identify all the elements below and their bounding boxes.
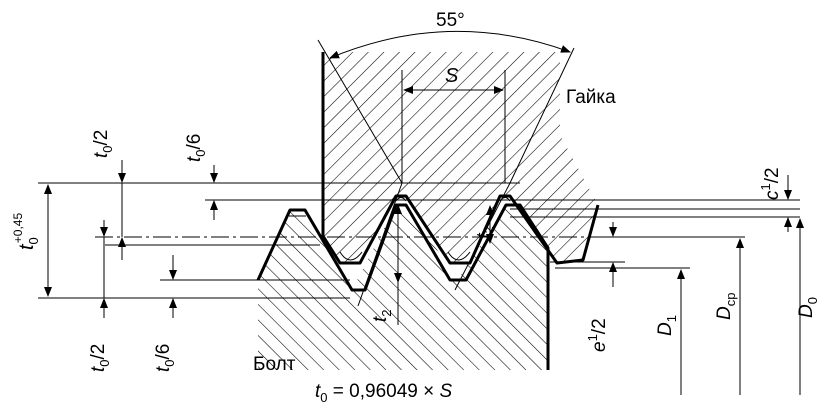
d1-label: D1 <box>655 315 679 336</box>
nut-body <box>321 52 600 265</box>
bolt-label: Болт <box>253 354 296 375</box>
angle-construction: 55° <box>317 10 575 307</box>
c1-dimension: c1/2 <box>758 167 792 232</box>
bolt-body <box>256 203 550 370</box>
c1-label: c1/2 <box>758 167 783 200</box>
e1-label: e1/2 <box>585 318 610 352</box>
t2-dimensions: t2 t2 <box>370 204 496 325</box>
diameter-dimensions: D1 Dср D0 <box>655 218 819 395</box>
d0-label: D0 <box>796 297 819 318</box>
formula: t0 = 0,96049 × S <box>315 381 453 405</box>
top-left-t0-sixth-label: t0/6 <box>184 134 208 162</box>
nut-label: Гайка <box>566 87 616 108</box>
pitch-dimension: S <box>401 65 506 183</box>
bottom-left-t0-sixth-label: t0/6 <box>153 344 177 372</box>
bottom-left-dimensions: t0/2 t0/6 <box>88 220 177 372</box>
bottom-left-t0-half-label: t0/2 <box>88 344 112 372</box>
t0-dimension: t0+0,45 <box>11 184 52 297</box>
t2-upper-label: t2 <box>473 226 496 238</box>
e1-dimension: e1/2 <box>585 222 617 352</box>
top-left-t0-half-label: t0/2 <box>91 130 115 158</box>
pitch-label: S <box>445 65 459 87</box>
t0-label: t0+0,45 <box>11 213 41 250</box>
angle-label: 55° <box>436 10 465 31</box>
t2-lower-label: t2 <box>370 309 394 322</box>
dcp-label: Dср <box>714 293 738 320</box>
reference-lines <box>38 182 800 299</box>
top-left-dimensions: t0/2 t0/6 <box>91 130 218 260</box>
